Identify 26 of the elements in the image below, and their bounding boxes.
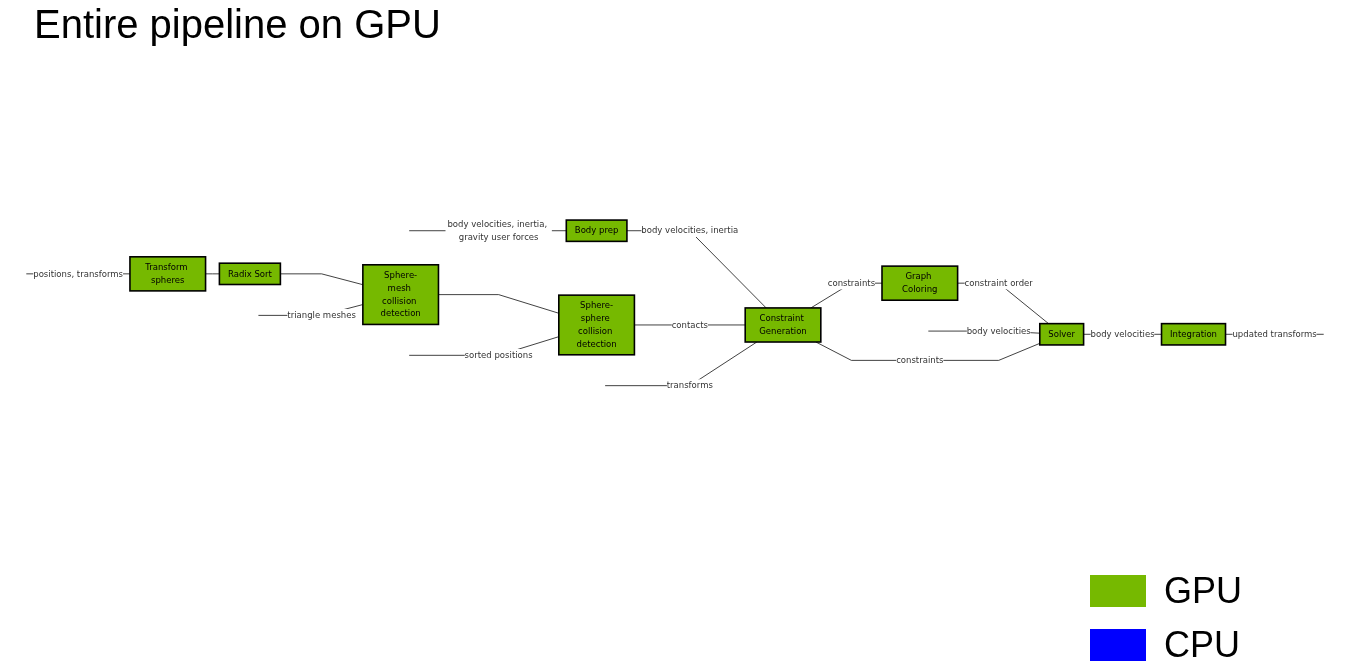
node-box: Sphere-mesh collision detection xyxy=(362,264,440,326)
edge-label: positions, transforms xyxy=(33,268,124,279)
node-box: Constraint Generation xyxy=(744,307,822,343)
edge-label: triangle meshes xyxy=(287,310,356,321)
legend-label: CPU xyxy=(1164,624,1240,666)
connector xyxy=(205,273,220,275)
edge-label: body velocities xyxy=(966,325,1031,336)
edge-label: constraints xyxy=(896,355,944,366)
diagram-title: Entire pipeline on GPU xyxy=(34,2,441,47)
node-box: Integration xyxy=(1160,322,1227,346)
edge-label: constraint order xyxy=(964,277,1033,288)
node-box: Solver xyxy=(1039,322,1085,346)
node-box: Graph Coloring xyxy=(881,265,959,301)
edge-label: transforms xyxy=(666,380,713,391)
node-box: Body prep xyxy=(565,219,628,243)
edge-label: updated transforms xyxy=(1232,328,1317,340)
edge-label: constraints xyxy=(827,277,876,288)
edge-label: contacts xyxy=(671,319,708,330)
edge-label: body velocities xyxy=(1090,328,1155,340)
edge-label: sorted positions xyxy=(464,349,533,361)
node-box: Radix Sort xyxy=(218,262,282,286)
node-box: Transform spheres xyxy=(129,256,207,292)
edge-label: body velocities, inertia xyxy=(641,225,739,236)
legend-label: GPU xyxy=(1164,570,1242,612)
node-box: Sphere-sphere collision detection xyxy=(558,294,636,356)
edge-label: body velocities, inertia, gravity user forces xyxy=(447,219,548,242)
